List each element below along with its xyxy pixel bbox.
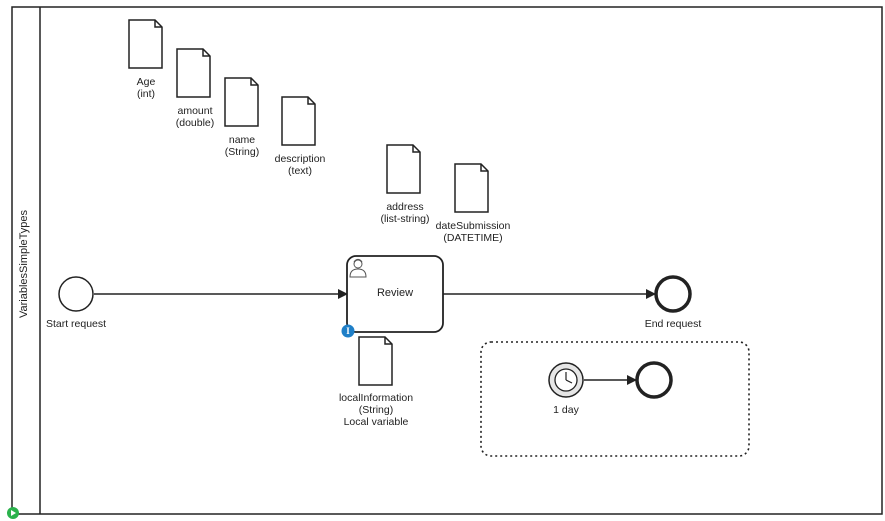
review-task[interactable] [346, 255, 444, 333]
data-object-localInformation-label: localInformation(String)Local variable [338, 392, 414, 428]
data-object-description-label: description(text) [274, 153, 326, 177]
data-object-amount-label: amount(double) [175, 105, 215, 129]
clock-icon [565, 372, 573, 384]
data-object-dateSubmission[interactable] [454, 163, 489, 213]
play-icon-triangle [11, 510, 16, 516]
data-object-dateSubmission-label: dateSubmission(DATETIME) [435, 220, 511, 244]
data-object-name-label: name(String) [224, 134, 260, 158]
user-icon [349, 258, 367, 278]
info-marker-icon[interactable] [341, 324, 355, 338]
data-object-description[interactable] [281, 96, 316, 146]
data-object-address-label: address(list-string) [380, 201, 430, 225]
data-object-address[interactable] [386, 144, 421, 194]
data-object-name[interactable] [224, 77, 259, 127]
data-object-age-label: Age(int) [136, 76, 156, 100]
pool-label: VariablesSimpleTypes [18, 209, 30, 319]
timer-event-label: 1 day [553, 404, 579, 416]
start-event[interactable] [58, 276, 94, 312]
event-subprocess[interactable] [480, 341, 750, 457]
end-event-label: End request [644, 318, 702, 330]
review-task-label: Review [376, 287, 414, 299]
start-event-label: Start request [45, 318, 107, 330]
data-object-amount[interactable] [176, 48, 211, 98]
info-marker-label: I [346, 326, 350, 336]
data-object-age[interactable] [128, 19, 163, 69]
subprocess-end-event[interactable] [635, 361, 673, 399]
end-event[interactable] [654, 275, 692, 313]
data-object-localInformation[interactable] [358, 336, 393, 386]
